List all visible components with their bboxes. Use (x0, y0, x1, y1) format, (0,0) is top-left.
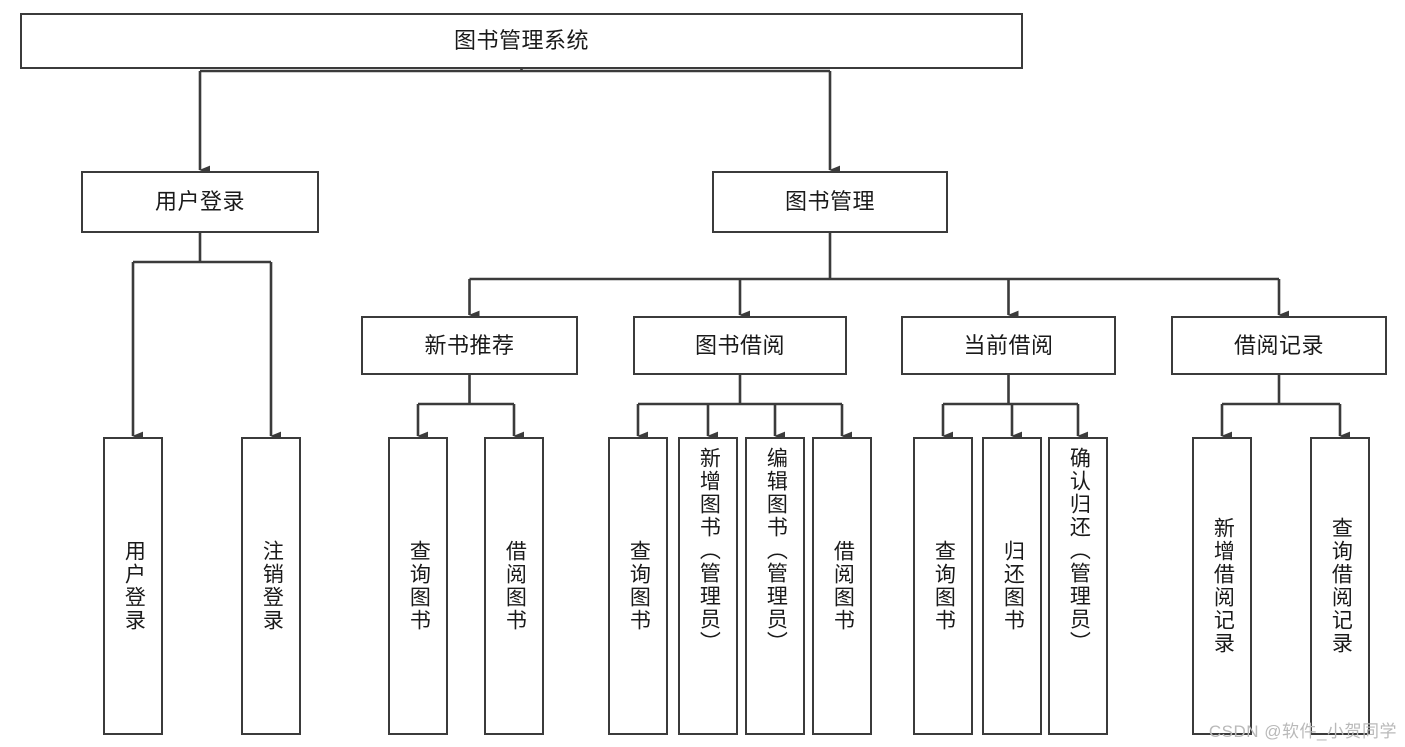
leaf-edit-book[interactable]: 编辑图书（管理员） (745, 437, 805, 735)
node-root-label: 图书管理系统 (453, 28, 589, 54)
leaf-borrow-book-recommend[interactable]: 借阅图书 (484, 437, 544, 735)
leaf-add-book-label: 新增图书（管理员） (697, 447, 721, 654)
leaf-query-book-current[interactable]: 查询图书 (913, 437, 973, 735)
leaf-return-book[interactable]: 归还图书 (982, 437, 1042, 735)
leaf-logout-label: 注销登录 (260, 540, 284, 632)
node-current-borrow-label: 当前借阅 (963, 332, 1054, 358)
leaf-query-book-borrow-label: 查询图书 (627, 540, 651, 632)
node-current-borrow[interactable]: 当前借阅 (901, 316, 1116, 375)
leaf-borrow-book[interactable]: 借阅图书 (812, 437, 872, 735)
node-user-login[interactable]: 用户登录 (81, 171, 319, 233)
leaf-query-book-recommend[interactable]: 查询图书 (388, 437, 448, 735)
node-root[interactable]: 图书管理系统 (20, 13, 1023, 69)
leaf-query-book-recommend-label: 查询图书 (407, 540, 431, 632)
leaf-user-login[interactable]: 用户登录 (103, 437, 163, 735)
leaf-add-borrow-record[interactable]: 新增借阅记录 (1192, 437, 1252, 735)
node-borrow-record[interactable]: 借阅记录 (1171, 316, 1387, 375)
leaf-user-login-label: 用户登录 (122, 540, 146, 632)
node-new-book-recommend-label: 新书推荐 (424, 332, 515, 358)
leaf-query-borrow-record-label: 查询借阅记录 (1329, 517, 1353, 655)
node-borrow-record-label: 借阅记录 (1233, 332, 1324, 358)
leaf-query-borrow-record[interactable]: 查询借阅记录 (1310, 437, 1370, 735)
leaf-return-book-label: 归还图书 (1001, 540, 1025, 632)
node-book-manage-label: 图书管理 (784, 189, 875, 215)
leaf-add-borrow-record-label: 新增借阅记录 (1211, 517, 1235, 655)
node-book-borrow[interactable]: 图书借阅 (633, 316, 847, 375)
leaf-borrow-book-recommend-label: 借阅图书 (503, 540, 527, 632)
leaf-edit-book-label: 编辑图书（管理员） (764, 447, 788, 654)
leaf-add-book[interactable]: 新增图书（管理员） (678, 437, 738, 735)
leaf-query-book-borrow[interactable]: 查询图书 (608, 437, 668, 735)
leaf-confirm-return-label: 确认归还（管理员） (1067, 447, 1091, 654)
node-book-borrow-label: 图书借阅 (694, 332, 785, 358)
node-new-book-recommend[interactable]: 新书推荐 (361, 316, 578, 375)
node-user-login-label: 用户登录 (154, 189, 245, 215)
node-book-manage[interactable]: 图书管理 (712, 171, 948, 233)
leaf-logout[interactable]: 注销登录 (241, 437, 301, 735)
leaf-confirm-return[interactable]: 确认归还（管理员） (1048, 437, 1108, 735)
leaf-borrow-book-label: 借阅图书 (831, 540, 855, 632)
leaf-query-book-current-label: 查询图书 (932, 540, 956, 632)
watermark: CSDN @软件_小贺同学 (1208, 722, 1397, 741)
